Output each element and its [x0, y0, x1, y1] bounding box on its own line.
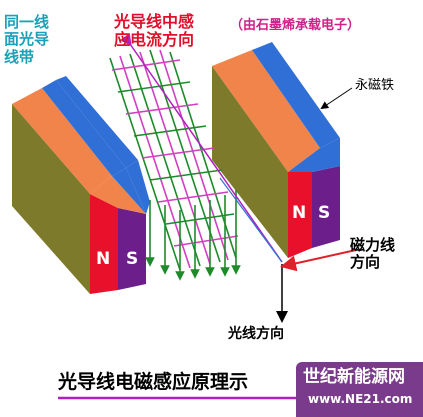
band-label-line3: 线带	[4, 47, 35, 66]
left-magnet	[12, 76, 150, 294]
light-label: 光线方向	[228, 326, 284, 342]
watermark-site-name: 世纪新能源网	[303, 367, 405, 387]
current-note: （由石墨烯承载电子）	[230, 18, 361, 33]
link-line	[219, 177, 283, 263]
right-magnet	[212, 42, 340, 258]
right-pole-n: N	[292, 203, 306, 223]
left-pole-s: S	[126, 249, 138, 269]
diagram-title: 光导线电磁感应原理示	[58, 371, 249, 393]
current-label: 光导线中感 应电流方向	[114, 12, 195, 50]
current-direction-arrow	[119, 33, 283, 263]
right-pole-s: S	[318, 203, 330, 223]
magnet-pointer	[320, 87, 353, 110]
band-label-line2: 面光导	[4, 30, 50, 49]
field-label-line1: 磁力线	[350, 236, 396, 254]
band-label: 同一线 面光导 线带	[4, 13, 50, 66]
current-label-line1: 光导线中感	[114, 12, 195, 31]
magnet-label: 永磁铁	[355, 78, 395, 93]
field-label: 磁力线 方向	[350, 236, 396, 272]
band-label-line1: 同一线	[4, 13, 50, 31]
left-pole-n: N	[96, 249, 110, 269]
current-label-line2: 应电流方向	[114, 30, 195, 50]
watermark-badge	[296, 362, 423, 417]
photoconductor-grid	[109, 49, 241, 281]
field-label-line2: 方向	[350, 253, 381, 272]
field-direction-arrow	[280, 249, 357, 272]
watermark-url: www.NE21.com	[308, 392, 413, 406]
